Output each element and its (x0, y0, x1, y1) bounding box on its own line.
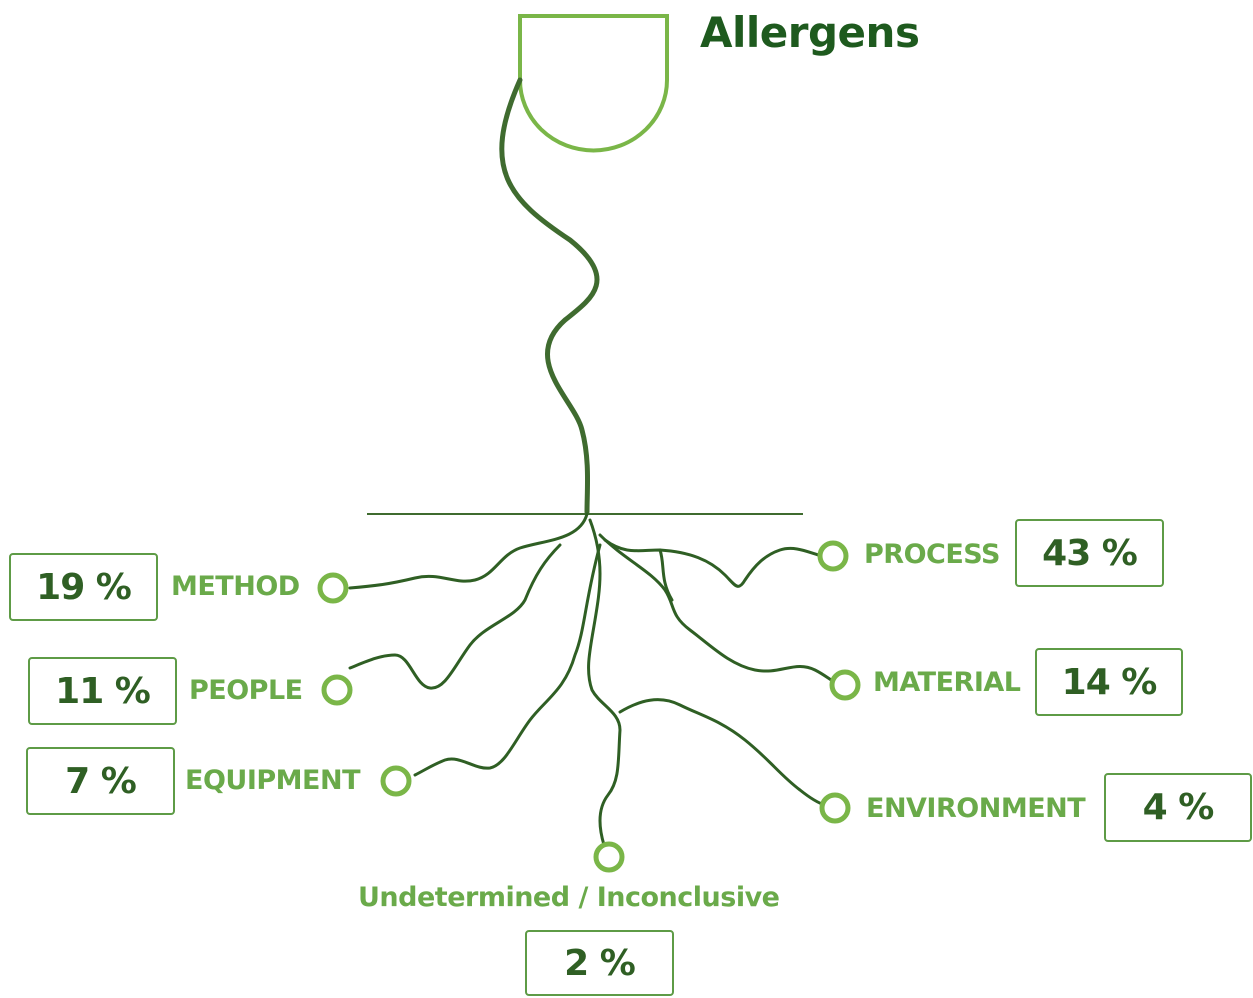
label-environment: ENVIRONMENT (866, 793, 1086, 824)
roots (348, 512, 840, 847)
root-undetermined (587, 518, 622, 847)
root-process (603, 538, 824, 588)
value-box-people: 11 % (28, 657, 177, 725)
label-people: PEOPLE (189, 675, 303, 706)
node-people (321, 674, 353, 706)
value-box-environment: 4 % (1104, 773, 1252, 842)
node-environment (819, 792, 851, 824)
leaf-icon (518, 14, 669, 153)
label-equipment: EQUIPMENT (185, 765, 360, 796)
value-box-method: 19 % (9, 553, 158, 621)
label-material: MATERIAL (873, 667, 1021, 698)
root-environment (618, 698, 827, 807)
value-box-undetermined: 2 % (525, 930, 674, 996)
value-box-material: 14 % (1035, 648, 1183, 716)
node-undetermined (593, 841, 625, 873)
stem (499, 77, 600, 515)
root-nodes (317, 540, 861, 873)
label-process: PROCESS (864, 539, 1000, 570)
label-method: METHOD (171, 571, 300, 602)
value-box-equipment: 7 % (26, 747, 175, 815)
node-material (829, 669, 861, 701)
root-people (348, 543, 562, 690)
diagram-title: Allergens (700, 8, 920, 57)
node-equipment (380, 765, 412, 797)
root-method (348, 512, 589, 590)
root-material (598, 533, 840, 686)
value-box-process: 43 % (1015, 519, 1164, 587)
root-equipment (413, 543, 602, 777)
node-process (817, 540, 849, 572)
label-undetermined: Undetermined / Inconclusive (358, 882, 780, 913)
node-method (317, 572, 349, 604)
root-branch-mid (658, 548, 674, 602)
